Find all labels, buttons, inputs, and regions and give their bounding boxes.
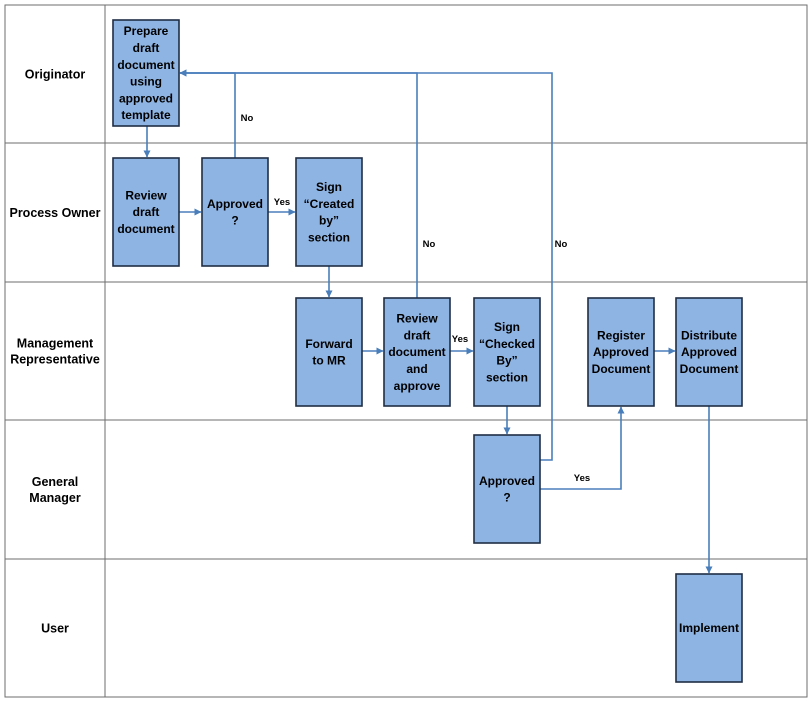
step-box	[112, 157, 180, 267]
step-box	[675, 297, 743, 407]
step-box	[383, 297, 451, 407]
step-label: Implement	[679, 621, 739, 635]
lane-grid	[4, 4, 808, 698]
lane-outline	[4, 4, 808, 698]
step-box	[295, 297, 363, 407]
step-box	[473, 434, 541, 544]
step-implement: Implement	[675, 573, 743, 683]
lane-label-process-owner: Process Owner	[9, 206, 100, 220]
connector-label-yes: Yes	[452, 334, 468, 345]
connector-label-no: No	[423, 239, 436, 250]
lane-label-user: User	[41, 622, 69, 636]
connectors	[143, 69, 713, 574]
lane-label-originator: Originator	[25, 68, 86, 82]
step-box	[675, 573, 743, 683]
step-box	[295, 157, 363, 267]
step-box	[112, 19, 180, 127]
step-box	[201, 157, 269, 267]
connector-label-yes: Yes	[274, 197, 290, 208]
connector-label-no: No	[555, 239, 568, 250]
connector-approved-po-to-prepare	[179, 69, 236, 158]
connector-approved-gm-to-register	[540, 406, 625, 490]
step-label: Approved?	[207, 197, 263, 228]
step-approved-po: Approved?	[201, 157, 269, 267]
step-box	[587, 297, 655, 407]
step-approved-gm: Approved?	[473, 434, 541, 544]
step-box	[473, 297, 541, 407]
connector-label-yes: Yes	[574, 473, 590, 484]
step-label: Approved?	[479, 474, 535, 505]
connector-approved-gm-to-prepare	[179, 69, 553, 461]
connector-label-no: No	[241, 113, 254, 124]
